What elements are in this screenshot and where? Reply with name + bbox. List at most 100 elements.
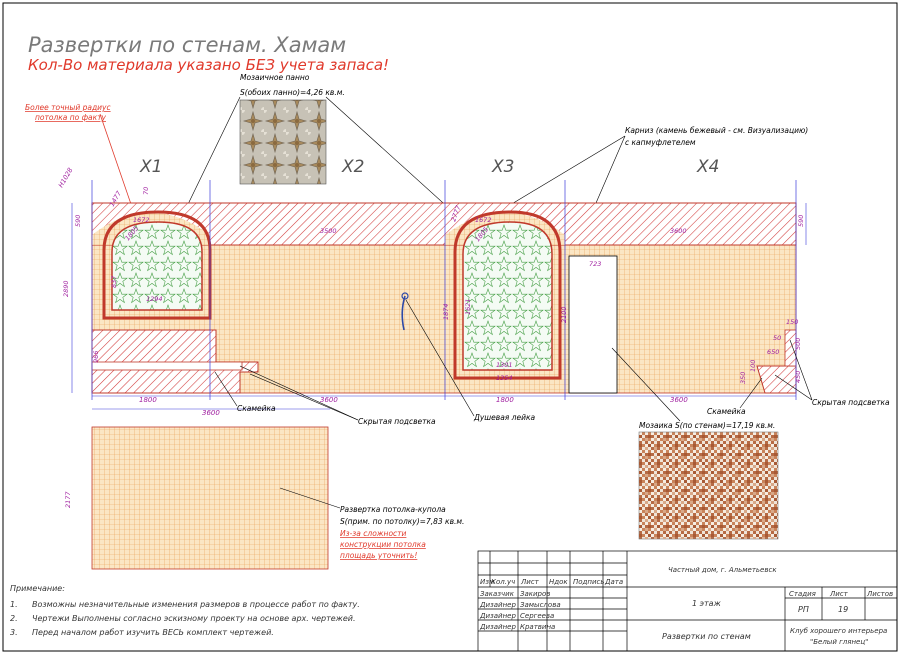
dim-150: 150 bbox=[786, 318, 798, 326]
bench-left-seat bbox=[91, 361, 243, 371]
mosaic-panel-label2: S(обоих панно)=4,26 кв.м. bbox=[240, 88, 345, 97]
cornice-leader-1 bbox=[509, 135, 626, 206]
dim-1672b: 1672 bbox=[475, 216, 492, 224]
remark-2: Чертежи Выполнены согласно эскизному про… bbox=[32, 614, 356, 623]
radius-leader bbox=[99, 113, 134, 211]
dim-1874: 1874 bbox=[442, 303, 450, 320]
cornice-band bbox=[91, 202, 797, 246]
stamp-r3-role: Дизайнер bbox=[479, 612, 516, 620]
stamp-r4-role: Дизайнер bbox=[479, 623, 516, 631]
dim-966: 966 bbox=[92, 351, 100, 363]
title-block bbox=[477, 550, 898, 652]
star-panel-1 bbox=[111, 221, 203, 311]
shower-leader bbox=[405, 299, 475, 417]
ceiling-label1: Развертка потолка-купола bbox=[340, 505, 446, 514]
stamp-floor: 1 этаж bbox=[692, 599, 722, 608]
dim-350: 350 bbox=[739, 372, 747, 384]
dim-1294: 1294 bbox=[146, 295, 163, 303]
mosaic-panel-sample bbox=[239, 99, 327, 185]
stamp-company-2: "Белый глянец" bbox=[810, 638, 868, 646]
dim-837: 837 bbox=[110, 275, 118, 288]
axis-x3: Х3 bbox=[491, 157, 514, 177]
remark-3-num: 3. bbox=[10, 628, 18, 637]
dim-1800a: 1800 bbox=[139, 396, 157, 404]
ceiling-tile-area bbox=[91, 426, 329, 570]
dim-1354: 1354 bbox=[496, 374, 513, 382]
stamp-h-list: Лист bbox=[520, 578, 540, 586]
dim-1621: 1621 bbox=[464, 298, 472, 315]
arch-frame-3 bbox=[453, 210, 562, 380]
page-subtitle: Кол-Во материала указано БЕЗ учета запас… bbox=[28, 56, 389, 74]
remarks-title: Примечание: bbox=[10, 584, 65, 593]
ceiling-label2: S(прим. по потолку)=7,83 кв.м. bbox=[340, 517, 464, 526]
stamp-h-kol: Кол.уч bbox=[491, 578, 515, 586]
stamp-stage-h: Стадия bbox=[789, 590, 816, 598]
dim-2177: 2177 bbox=[64, 491, 72, 508]
stamp-h-podp: Подпись bbox=[573, 578, 605, 586]
dim-3600b: 3600 bbox=[320, 396, 338, 404]
hidden-light-leader-2 bbox=[249, 373, 359, 421]
axis-x4: Х4 bbox=[696, 157, 719, 177]
dim-3600c: 3600 bbox=[670, 396, 688, 404]
dim-590b: 590 bbox=[797, 215, 805, 227]
dim-2100: 2100 bbox=[560, 306, 568, 323]
stamp-r2-name: Замыслова bbox=[520, 601, 561, 609]
dim-590a: 590 bbox=[74, 215, 82, 227]
dim-650: 650 bbox=[767, 348, 779, 356]
bench-right-leader bbox=[739, 377, 763, 409]
stamp-drawing: Развертки по стенам bbox=[662, 632, 751, 641]
dim-100: 100 bbox=[749, 360, 757, 372]
hidden-light-left-label: Скрытая подсветка bbox=[358, 417, 436, 426]
dim-70: 70 bbox=[142, 187, 150, 195]
axis-x1: Х1 bbox=[139, 157, 162, 177]
ceiling-warning1: Из-за сложности bbox=[340, 529, 407, 538]
bench-left bbox=[91, 329, 259, 394]
axis-x2: Х2 bbox=[341, 157, 364, 177]
ceiling-warning2: конструкции потолка bbox=[340, 540, 426, 549]
door-opening bbox=[568, 255, 618, 394]
ceiling-warning3: площадь уточнить! bbox=[340, 551, 417, 560]
cornice-label1: Карниз (камень бежевый - см. Визуализаци… bbox=[625, 126, 808, 135]
stamp-r3-name: Сергеева bbox=[520, 612, 554, 620]
shower-holder bbox=[401, 292, 409, 300]
stamp-r1-name: Закиров bbox=[520, 590, 550, 598]
hidden-light-right-leader-2 bbox=[774, 374, 813, 401]
remark-3: Перед началом работ изучить ВЕСЬ комплек… bbox=[32, 628, 274, 637]
stamp-sheets-h: Листов bbox=[866, 590, 893, 598]
page-title: Развертки по стенам. Хамам bbox=[28, 33, 346, 57]
stamp-stage: РП bbox=[798, 605, 809, 614]
hidden-light-right-leader bbox=[789, 339, 813, 401]
mosaic-panel-label1: Мозаичное панно bbox=[240, 73, 310, 82]
stamp-h-ndok: Ндок bbox=[549, 578, 568, 586]
stamp-h-data: Дата bbox=[604, 578, 623, 586]
dim-1800b: 1800 bbox=[496, 396, 514, 404]
arch-frame-1 bbox=[102, 210, 212, 320]
radius-note-line1: Более точный радиус bbox=[25, 103, 111, 112]
dim-1672a: 1672 bbox=[133, 216, 150, 224]
dim-1301: 1301 bbox=[496, 361, 513, 369]
dim-500: 500 bbox=[794, 338, 802, 350]
stamp-r4-name: Кратвина bbox=[520, 623, 555, 631]
dimension-lines bbox=[71, 203, 807, 410]
dim-450: 450 bbox=[794, 371, 802, 383]
dim-h1028: Н1028 bbox=[57, 166, 75, 189]
axis-lines bbox=[91, 180, 797, 400]
star-panel-3 bbox=[462, 221, 553, 371]
hidden-light-leader-1 bbox=[239, 365, 359, 421]
stamp-r2-role: Дизайнер bbox=[479, 601, 516, 609]
dim-3500: 3500 bbox=[320, 227, 337, 235]
bench-right-label: Скамейка bbox=[707, 407, 746, 416]
dim-3600a: 3600 bbox=[202, 409, 220, 417]
cornice-label2: с капмуфлетелем bbox=[625, 138, 696, 147]
ceiling-leader bbox=[279, 487, 341, 509]
dim-2890: 2890 bbox=[62, 280, 70, 297]
bench-left-leader bbox=[214, 371, 238, 407]
stamp-sheet-h: Лист bbox=[829, 590, 849, 598]
stamp-r1-role: Заказчик bbox=[480, 590, 515, 598]
remark-2-num: 2. bbox=[10, 614, 18, 623]
dim-50: 50 bbox=[773, 334, 781, 342]
remark-1-num: 1. bbox=[10, 600, 18, 609]
bench-left-label: Скамейка bbox=[237, 404, 276, 413]
